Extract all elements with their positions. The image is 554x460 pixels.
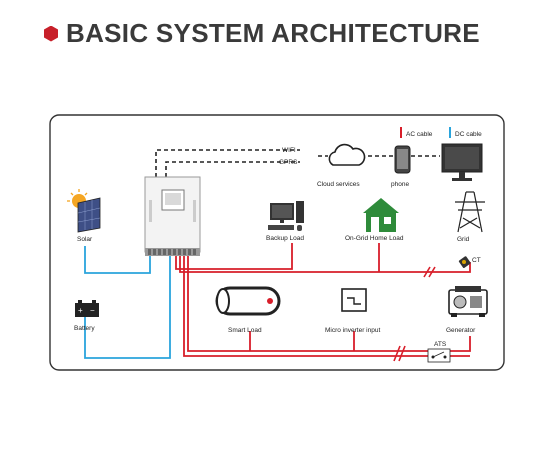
page-title: BASIC SYSTEM ARCHITECTURE	[44, 18, 480, 49]
svg-text:−: −	[90, 306, 95, 315]
smart-load-label: Smart Load	[228, 327, 262, 334]
computer-icon	[268, 201, 304, 231]
solar-dc-cable	[84, 246, 151, 274]
solar-label: Solar	[77, 236, 93, 243]
generator-label: Generator	[446, 327, 476, 334]
ac-cables	[175, 243, 471, 357]
generator-icon	[448, 286, 488, 317]
grid-tower-icon	[455, 191, 485, 233]
svg-text:+: +	[78, 306, 83, 315]
diagram-frame	[49, 114, 505, 371]
comm-lines	[155, 149, 440, 177]
grid-label: Grid	[457, 236, 470, 243]
phone-label: phone	[391, 181, 409, 188]
break-marks	[393, 266, 436, 362]
battery-icon: + −	[75, 300, 99, 317]
legend-dc-label: DC cable	[455, 131, 482, 138]
gprs-label: GPRS	[279, 159, 298, 166]
ats-switch	[427, 348, 451, 363]
backup-load-label: Backup Load	[266, 235, 304, 242]
generator-path-cable	[183, 256, 430, 357]
dc-cables	[84, 246, 171, 359]
monitor-icon	[441, 143, 483, 181]
phone-icon	[394, 145, 411, 174]
solar-icon	[67, 189, 101, 233]
backup-load-cable	[175, 243, 293, 270]
page-title-text: BASIC SYSTEM ARCHITECTURE	[66, 18, 480, 48]
gprs-line	[165, 161, 300, 177]
house-icon	[363, 198, 399, 232]
wifi-line	[155, 149, 300, 177]
on-grid-load-label: On-Grid Home Load	[345, 235, 404, 242]
cloud-icon	[328, 143, 366, 166]
water-heater-icon	[215, 286, 281, 316]
inverter-icon	[144, 176, 201, 256]
wifi-label: WIFI	[282, 147, 296, 154]
ct-label: CT	[472, 257, 481, 264]
grid-cable	[179, 256, 471, 273]
battery-dc-cable	[84, 256, 171, 359]
legend: AC cable DC cable	[400, 127, 482, 138]
micro-inverter-label: Micro inverter input	[325, 327, 380, 334]
generator-cable	[187, 256, 471, 352]
battery-label: Battery	[74, 325, 95, 332]
ats-label: ATS	[434, 341, 447, 348]
cloud-label: Cloud services	[317, 181, 360, 188]
hexagon-bullet-icon	[44, 25, 58, 42]
micro-inverter-icon	[341, 288, 367, 312]
ct-icon	[458, 256, 471, 268]
legend-ac-label: AC cable	[406, 131, 433, 138]
